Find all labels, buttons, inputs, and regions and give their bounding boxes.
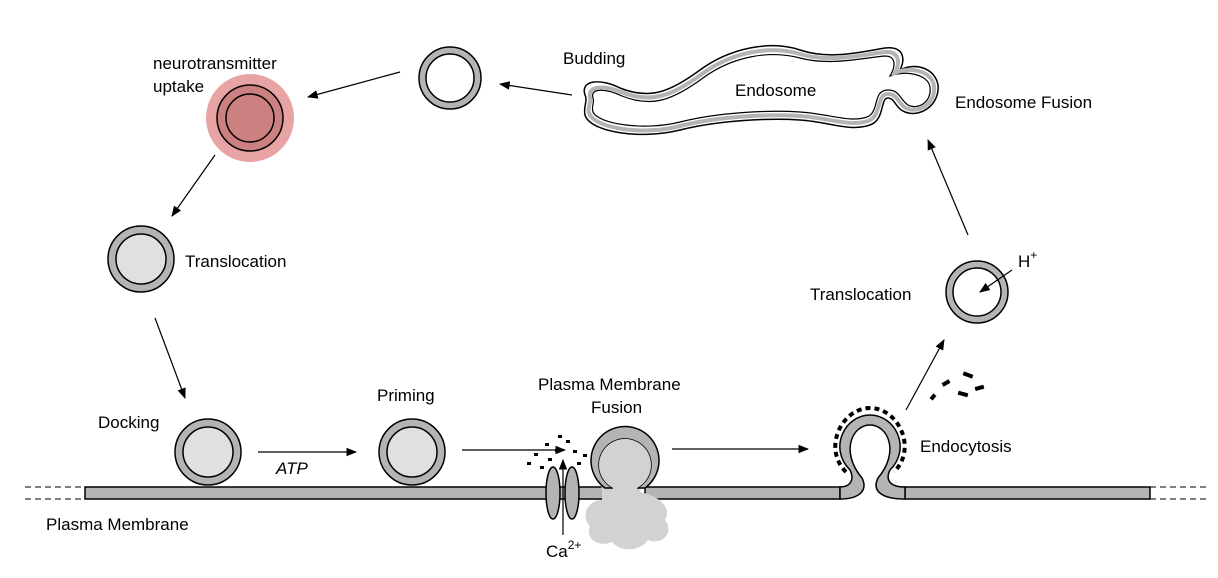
translocation-label-left: Translocation (185, 252, 286, 271)
priming-vesicle (378, 418, 446, 486)
pm-fusion-label-line2: Fusion (591, 398, 642, 417)
plasma-membrane (25, 486, 1210, 500)
arrow-uptake-to-translocation (171, 154, 216, 217)
calcium-label: Ca2+ (546, 538, 581, 561)
calcium-ions-scatter (527, 435, 587, 469)
pm-fusion-label-line1: Plasma Membrane (538, 375, 681, 394)
arrow-endosome-to-bud (498, 81, 573, 96)
endocytosis-pit (833, 405, 907, 500)
clathrin-fragments (929, 371, 985, 401)
proton-label: H+ (1018, 248, 1037, 271)
docking-vesicle (174, 418, 242, 486)
translocation-vesicle-left (107, 225, 175, 293)
endosome-inner-membrane (591, 54, 931, 127)
plasma-membrane-label: Plasma Membrane (46, 515, 189, 534)
acidifying-vesicle (945, 260, 1009, 324)
atp-label: ATP (275, 459, 308, 478)
uptake-label-line1: neurotransmitter (153, 54, 277, 73)
fusion-vesicle (590, 425, 660, 500)
arrow-translocation-to-endosome (927, 139, 969, 236)
budding-label: Budding (563, 49, 625, 68)
docking-label: Docking (98, 413, 159, 432)
endocytosis-label: Endocytosis (920, 437, 1012, 456)
arrow-translocation-to-docking (154, 317, 186, 400)
calcium-channel (545, 466, 580, 520)
arrow-endocytosis-to-translocation (905, 339, 945, 411)
endosome-label: Endosome (735, 81, 816, 100)
cycle-arrows (154, 71, 969, 457)
proton-arrow (979, 269, 1013, 293)
translocation-label-right: Translocation (810, 285, 911, 304)
priming-label: Priming (377, 386, 435, 405)
uptake-vesicle (206, 74, 294, 162)
uptake-label-line2: uptake (153, 77, 204, 96)
arrow-bud-to-uptake (306, 71, 401, 99)
endosome-fusion-label: Endosome Fusion (955, 93, 1092, 112)
budded-vesicle (418, 46, 482, 110)
